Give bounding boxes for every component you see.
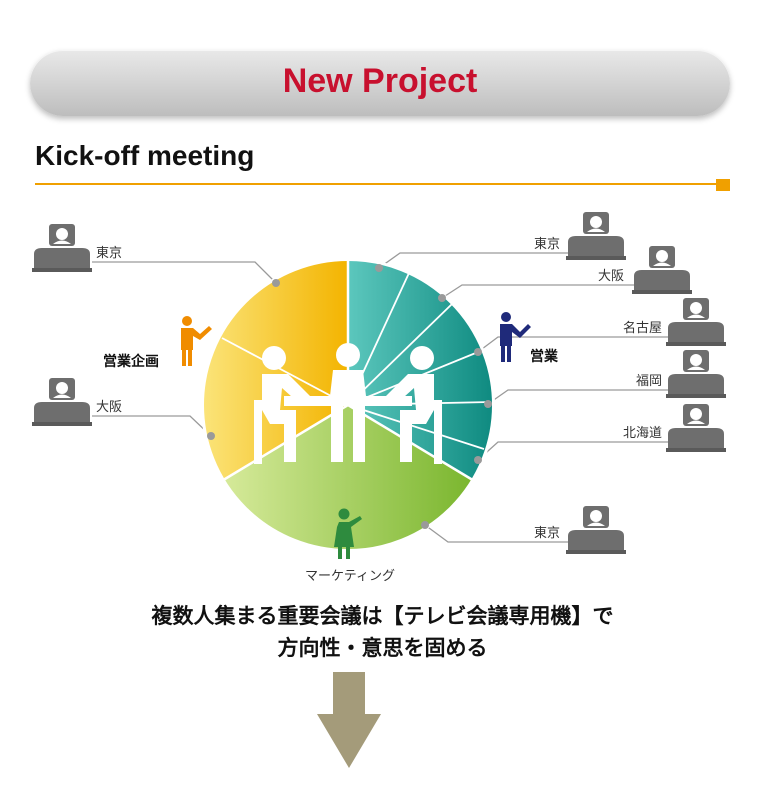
video-terminal-icon (666, 350, 726, 398)
planning-dept-label: 営業企画 (103, 353, 159, 370)
section-marker (716, 179, 730, 191)
video-terminal-icon (566, 212, 626, 260)
video-terminal-icon (32, 378, 92, 426)
video-terminal-icon (632, 246, 692, 294)
section-divider (35, 183, 725, 185)
planning-person-icon (181, 316, 212, 366)
video-terminal-icon (666, 404, 726, 452)
site-label-bottom: 東京 (534, 525, 560, 541)
site-label-right-4: 福岡 (636, 374, 662, 389)
down-arrow-icon (317, 672, 381, 768)
meeting-circle (201, 258, 495, 552)
title-banner: New Project (30, 50, 730, 116)
site-label-left-1: 東京 (96, 245, 122, 261)
banner-title: New Project (282, 62, 478, 100)
connector-dots (207, 264, 492, 529)
video-terminal-icon (666, 298, 726, 346)
site-label-right-3: 名古屋 (623, 320, 662, 336)
video-terminal-icon (32, 224, 92, 272)
marketing-dept-label: マーケティング (305, 569, 395, 584)
sales-dept-label: 営業 (530, 348, 559, 365)
meeting-table-icon (254, 343, 442, 464)
sales-person-icon (500, 312, 531, 362)
site-label-left-2: 大阪 (96, 400, 122, 415)
headline-line-1: 複数人集まる重要会議は【テレビ会議専用機】で (151, 604, 614, 628)
video-terminal-icon (566, 506, 626, 554)
site-label-right-5: 北海道 (623, 426, 662, 441)
site-label-right-2: 大阪 (598, 269, 624, 284)
section-title: Kick-off meeting (35, 140, 255, 171)
site-label-right-1: 東京 (534, 236, 560, 252)
marketing-person-icon (334, 508, 362, 559)
headline-line-2: 方向性・意思を固める (277, 636, 488, 660)
